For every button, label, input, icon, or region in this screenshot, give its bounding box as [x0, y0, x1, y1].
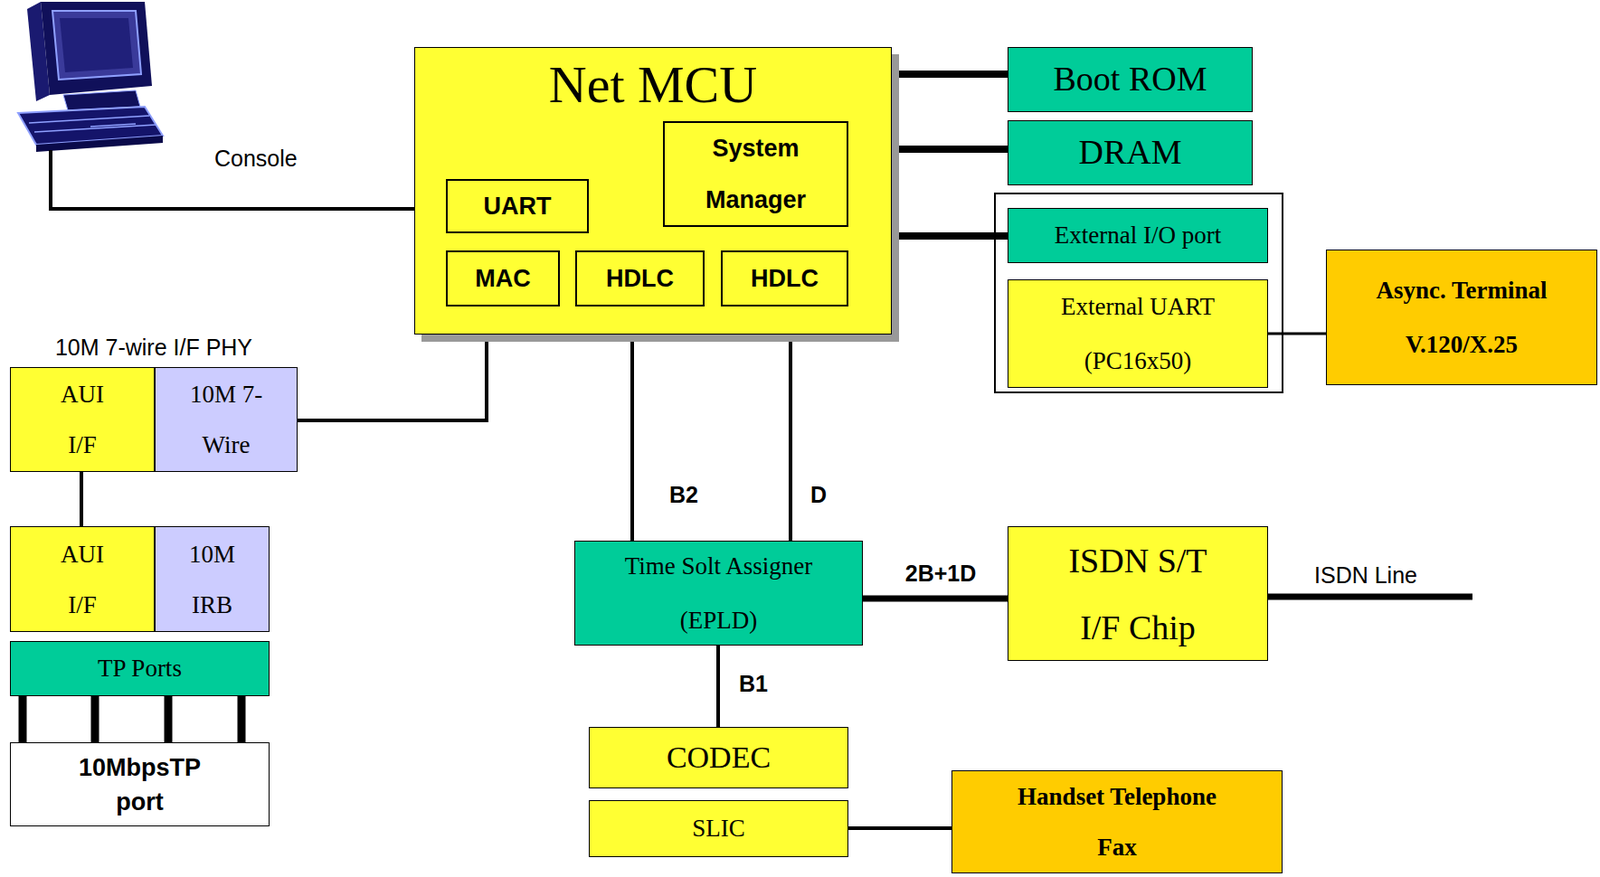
bus-line [891, 145, 1008, 153]
bus-line [891, 232, 1008, 240]
phy-box: 10M IRB [154, 526, 270, 633]
memory-box: DRAM [1007, 120, 1253, 186]
bus-line [848, 826, 952, 831]
block-label: Handset Telephone Fax [1006, 771, 1229, 873]
block-label: System Manager [683, 123, 829, 227]
function-block: HDLC [575, 250, 705, 307]
block-label: AUI I/F [53, 369, 113, 471]
bus-line [297, 334, 487, 421]
block-label: AUI I/F [53, 529, 113, 631]
function-block: HDLC [720, 250, 849, 307]
port-box: 10MbpsTP port [9, 742, 270, 827]
monitor-body [40, 1, 152, 95]
block-label: 10MbpsTP port [67, 750, 213, 820]
bus-line [891, 70, 1008, 78]
bus-line [79, 472, 84, 527]
block-label: Console [214, 144, 298, 172]
memory-box: Boot ROM [1007, 47, 1253, 113]
block-label: HDLC [750, 264, 819, 294]
computer-icon [18, 1, 163, 182]
function-block: MAC [445, 250, 560, 307]
signal-label: 2B+1D [903, 560, 979, 587]
bus-line [788, 334, 793, 541]
signal-label: D [808, 482, 829, 509]
block-label: Boot ROM [1053, 58, 1208, 101]
note-label: 10M 7-wire I/F PHY [53, 334, 255, 361]
bus-line [862, 596, 1008, 603]
block-label: UART [483, 191, 552, 221]
bus-line [630, 334, 635, 541]
screen-glass [59, 18, 133, 73]
console-terminal: Console [9, 0, 308, 181]
interface-box: AUI I/F [9, 367, 155, 473]
bus-line [91, 696, 100, 743]
block-label: CODEC [666, 739, 771, 777]
isdn-chip: ISDN S/T I/F Chip [1007, 526, 1269, 662]
slic-chip: SLIC [588, 800, 849, 858]
bus-line [237, 696, 247, 743]
block-label: External I/O port [1054, 220, 1222, 250]
signal-label: B2 [667, 482, 701, 509]
block-label: HDLC [605, 264, 674, 294]
terminal-device: Async. Terminal V.120/X.25 [1325, 249, 1598, 386]
assigner-box: Time Solt Assigner (EPLD) [574, 540, 863, 646]
block-label: Time Solt Assigner (EPLD) [605, 539, 833, 648]
mcu-block: Net MCUSystem ManagerUART MAC HDLC HDLC [414, 47, 892, 335]
function-block: System Manager [662, 121, 849, 228]
block-label: 10M IRB [180, 529, 245, 631]
keyboard-keys [28, 115, 156, 133]
bus-line [716, 645, 720, 728]
io-port-box: External I/O port [1007, 208, 1269, 264]
uart-chip: External UART (PC16x50) [1007, 279, 1269, 389]
block-label: DRAM [1078, 132, 1182, 174]
signal-label: B1 [737, 671, 770, 698]
block-label: Async. Terminal V.120/X.25 [1353, 263, 1571, 372]
phy-box: 10M 7-Wire [154, 367, 298, 473]
block-label: Net MCU [549, 53, 758, 117]
port-group-frame [994, 193, 1283, 393]
block-label: TP Ports [97, 653, 182, 683]
block-label: External UART (PC16x50) [1042, 279, 1233, 389]
bus-line [18, 696, 28, 743]
note-label: ISDN Line [1312, 562, 1420, 589]
bus-line [50, 180, 415, 209]
block-label: MAC [474, 264, 531, 294]
port-box: TP Ports [9, 641, 270, 697]
bus-line [164, 696, 173, 743]
block-label: 10M 7-Wire [180, 369, 272, 471]
monitor-screen [52, 10, 142, 80]
block-label: ISDN S/T I/F Chip [1054, 527, 1222, 662]
block-label: SLIC [691, 814, 746, 843]
isdn-line-wire [1268, 594, 1473, 601]
codec-chip: CODEC [588, 727, 849, 789]
console-cable [48, 150, 53, 182]
bus-line [1268, 332, 1326, 336]
function-block: UART [445, 179, 589, 234]
interface-box: AUI I/F [9, 526, 155, 633]
phone-device: Handset Telephone Fax [951, 770, 1283, 874]
keyboard-edge [36, 135, 163, 152]
